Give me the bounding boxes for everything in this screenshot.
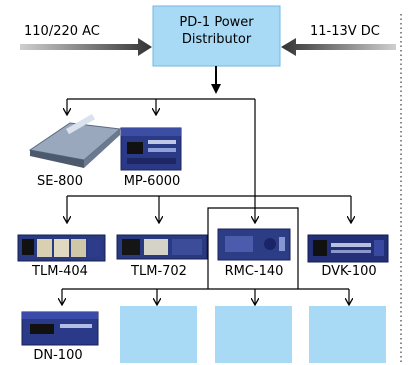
dc-input-label: 11-13V DC bbox=[310, 24, 380, 39]
recorder-icon bbox=[21, 311, 99, 346]
empty-slot-2 bbox=[215, 306, 292, 363]
device-label-dvk100: DVK-100 bbox=[321, 264, 377, 279]
empty-slot-1 bbox=[120, 306, 197, 363]
device-label-tlm404: TLM-404 bbox=[32, 264, 88, 279]
distributor-line2: Distributor bbox=[181, 32, 252, 47]
device-label-mp6000: MP-6000 bbox=[123, 174, 181, 189]
distributor-line1: PD-1 Power bbox=[179, 15, 254, 30]
video-switcher-icon bbox=[28, 114, 122, 168]
remote-controller-icon bbox=[217, 228, 291, 261]
wire-bus bbox=[62, 98, 351, 304]
video-keyer-icon bbox=[307, 234, 389, 263]
quad-monitor-icon bbox=[17, 234, 106, 262]
device-label-tlm702: TLM-702 bbox=[131, 264, 187, 279]
ac-input-arrow bbox=[20, 38, 152, 56]
multi-processor-icon bbox=[120, 127, 182, 171]
device-label-rmc140: RMC-140 bbox=[224, 264, 284, 279]
dc-input-arrow bbox=[281, 38, 396, 56]
distributor-box bbox=[152, 5, 281, 67]
distributor-label: PD-1 Power Distributor bbox=[153, 14, 280, 48]
device-label-dn100: DN-100 bbox=[33, 348, 83, 363]
empty-slot-3 bbox=[309, 306, 386, 363]
ac-input-label: 110/220 AC bbox=[24, 24, 100, 39]
device-label-se800: SE-800 bbox=[37, 174, 83, 189]
dual-monitor-icon bbox=[116, 234, 208, 260]
